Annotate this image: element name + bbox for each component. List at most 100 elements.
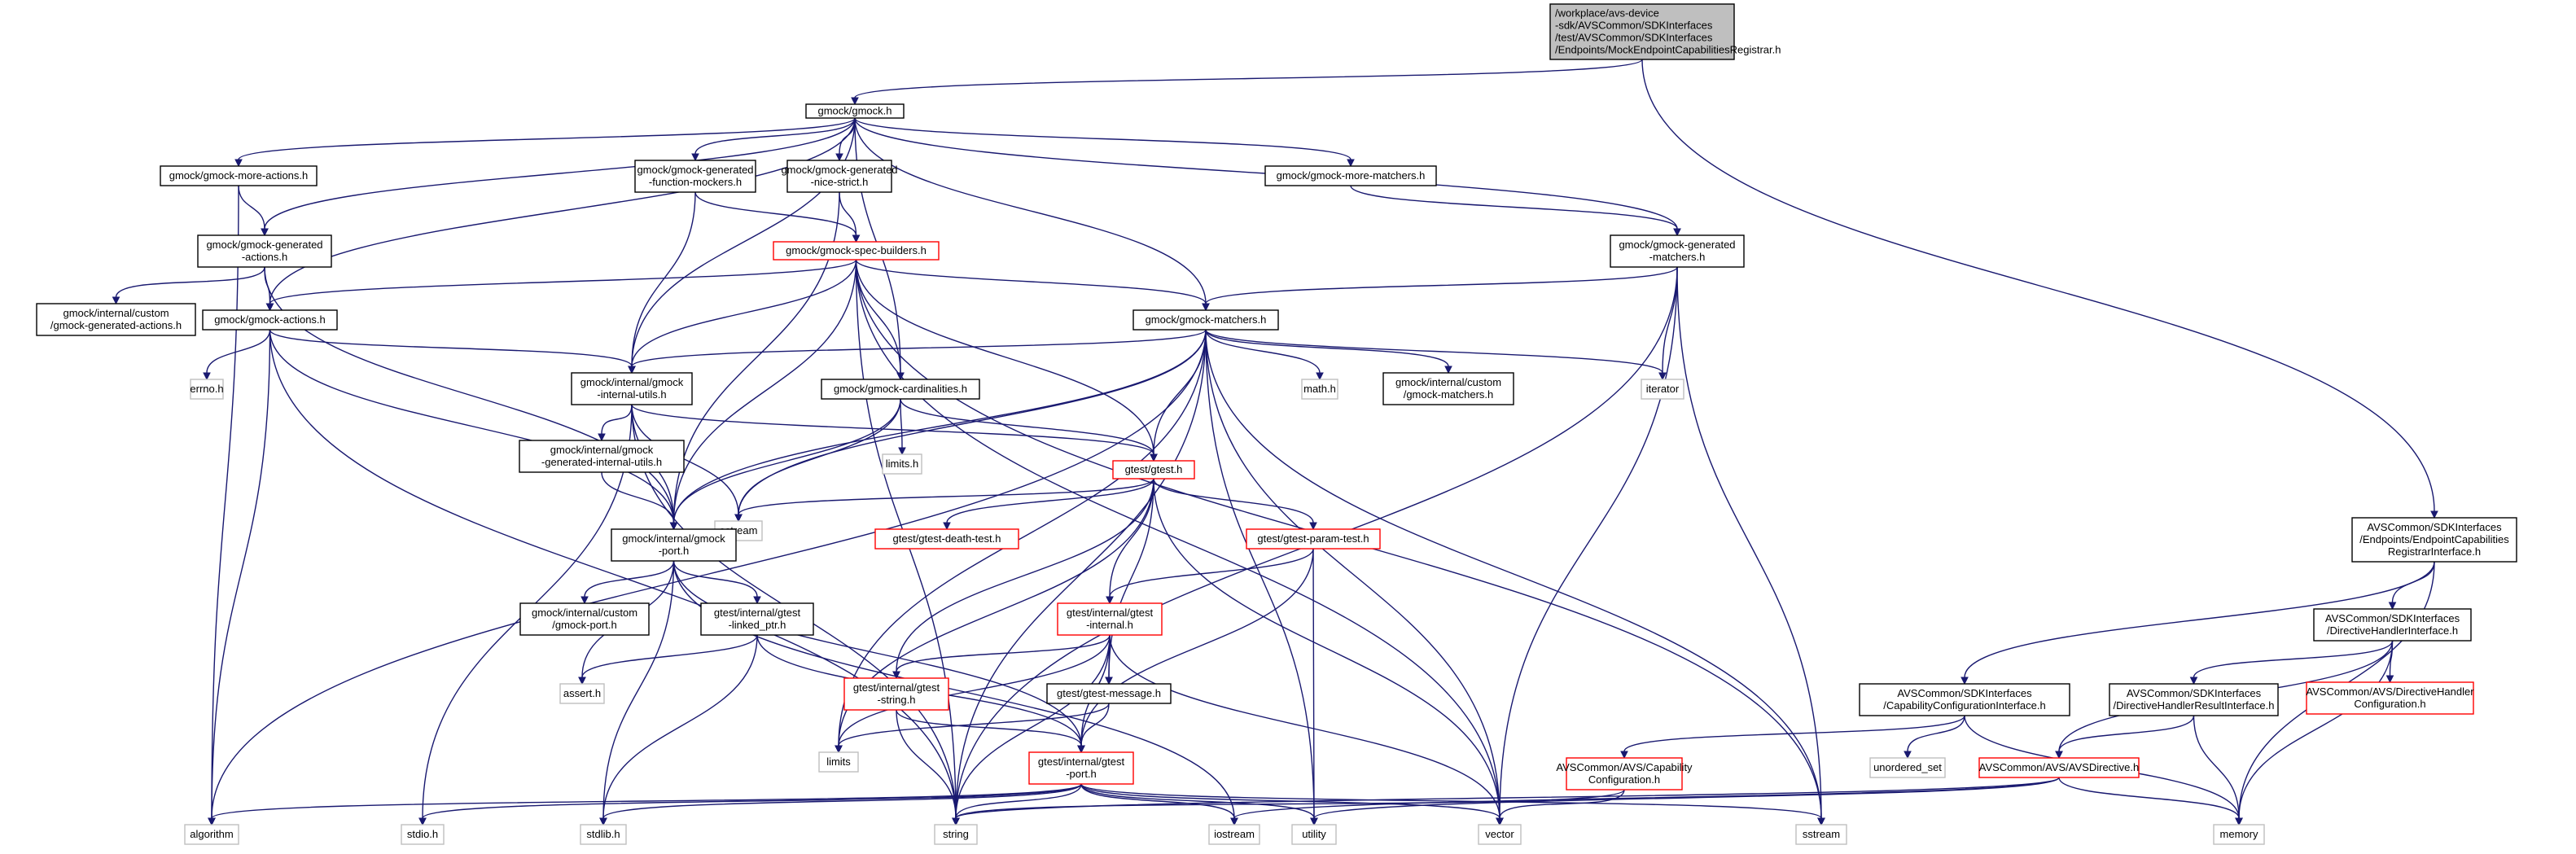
- node-stdio[interactable]: stdio.h: [401, 824, 445, 845]
- arrowhead-cap_config_iface-to-unordered_set: [1904, 751, 1912, 760]
- node-gen-matchers[interactable]: gmock/gmock-generated-matchers.h: [1610, 234, 1745, 268]
- node-vector[interactable]: vector: [1478, 824, 1522, 845]
- node-label: iterator: [1646, 383, 1680, 395]
- arrowhead-gmock_port-to-linked_ptr: [753, 596, 761, 605]
- node-box: [1132, 309, 1279, 331]
- edge-cap_config_iface-to-unordered_set: [1907, 715, 1965, 752]
- arrowhead-more_matchers-to-gen_matchers: [1673, 228, 1681, 237]
- node-label: stdio.h: [407, 828, 438, 840]
- node-gen-func-mockers[interactable]: gmock/gmock-generated-function-mockers.h: [634, 160, 756, 193]
- node-internal-utils[interactable]: gmock/internal/gmock-internal-utils.h: [571, 372, 693, 405]
- node-gtest-internal[interactable]: gtest/internal/gtest-internal.h: [1057, 602, 1163, 636]
- node-dir-handler-iface[interactable]: AVSCommon/SDKInterfaces/DirectiveHandler…: [2313, 608, 2472, 642]
- arrowhead-root-to-registrar_iface: [2430, 510, 2438, 519]
- edge-linked_ptr-to-assert: [581, 634, 758, 678]
- edge-gtest_h-to-gtest_internal: [1109, 478, 1154, 598]
- node-custom-matchers[interactable]: gmock/internal/custom/gmock-matchers.h: [1382, 372, 1514, 405]
- node-label: limits.h: [886, 458, 918, 470]
- node-label: limits: [826, 755, 851, 768]
- arrowhead-dir_handler_iface-to-dir_handler_config: [2385, 675, 2394, 684]
- edge-registrar_iface-to-dir_handler_iface: [2391, 561, 2435, 603]
- node-custom-gen-actions[interactable]: gmock/internal/custom/gmock-generated-ac…: [36, 303, 196, 336]
- edge-cardinalities-to-ostream: [738, 398, 901, 515]
- node-label: -generated-internal-utils.h: [541, 456, 662, 468]
- node-sstream[interactable]: sstream: [1795, 824, 1847, 845]
- node-gtest-string[interactable]: gtest/internal/gtest-string.h: [843, 677, 949, 711]
- node-linked-ptr[interactable]: gtest/internal/gtest-linked_ptr.h: [700, 602, 814, 636]
- node-limits[interactable]: limits: [818, 751, 859, 773]
- node-gen-actions[interactable]: gmock/gmock-generated-actions.h: [197, 234, 332, 268]
- node-unordered-set[interactable]: unordered_set: [1869, 757, 1946, 778]
- node-label: gtest/internal/gtest: [853, 681, 940, 694]
- node-gmock-h[interactable]: gmock/gmock.h: [805, 103, 905, 119]
- node-gen-nice-strict[interactable]: gmock/gmock-generated-nice-strict.h: [781, 160, 898, 193]
- node-more-matchers[interactable]: gmock/gmock-more-matchers.h: [1264, 165, 1437, 186]
- node-avs-directive[interactable]: AVSCommon/AVS/AVSDirective.h: [1978, 757, 2140, 778]
- edge-gmock_port-to-linked_ptr: [672, 560, 758, 598]
- node-actions[interactable]: gmock/gmock-actions.h: [202, 309, 338, 331]
- node-algorithm[interactable]: algorithm: [184, 824, 239, 845]
- node-gen-internal-utils[interactable]: gmock/internal/gmock-generated-internal-…: [519, 440, 685, 473]
- node-label: assert.h: [563, 687, 601, 699]
- node-box: [160, 165, 318, 186]
- node-gmock-port[interactable]: gmock/internal/gmock-port.h: [611, 528, 737, 562]
- edge-gtest_port-to-utility: [1080, 783, 1315, 819]
- node-death-test[interactable]: gtest/gtest-death-test.h: [874, 528, 1019, 550]
- node-memory[interactable]: memory: [2213, 824, 2265, 845]
- node-assert[interactable]: assert.h: [559, 683, 605, 704]
- edge-actions-to-errno: [206, 329, 271, 374]
- node-label: /CapabilityConfigurationInterface.h: [1883, 699, 2045, 712]
- node-label: gmock/gmock-actions.h: [214, 313, 326, 326]
- edge-spec_builders-to-vector: [855, 259, 1500, 819]
- node-box: [818, 751, 859, 773]
- node-gtest-message[interactable]: gtest/gtest-message.h: [1046, 683, 1172, 704]
- node-box: [36, 303, 196, 336]
- edge-matchers-to-gtest_h: [1153, 329, 1207, 455]
- edge-matchers-to-custom_matchers: [1205, 329, 1449, 367]
- node-cap-config-iface[interactable]: AVSCommon/SDKInterfaces/CapabilityConfig…: [1859, 683, 2070, 716]
- node-box: [2109, 683, 2279, 716]
- node-limits-h[interactable]: limits.h: [882, 453, 922, 475]
- node-box: [190, 379, 224, 400]
- node-gtest-port[interactable]: gtest/internal/gtest-port.h: [1028, 751, 1134, 785]
- node-stdlib[interactable]: stdlib.h: [580, 824, 627, 845]
- node-custom-port[interactable]: gmock/internal/custom/gmock-port.h: [519, 602, 650, 636]
- edge-gen_func_mockers-to-spec_builders: [694, 191, 857, 236]
- edge-linked_ptr-to-stdlib: [602, 634, 758, 819]
- node-label: /gmock-matchers.h: [1404, 388, 1494, 401]
- node-box: [821, 379, 980, 400]
- node-string[interactable]: string: [934, 824, 978, 845]
- node-matchers[interactable]: gmock/gmock-matchers.h: [1132, 309, 1279, 331]
- node-iterator[interactable]: iterator: [1641, 379, 1684, 400]
- node-utility[interactable]: utility: [1291, 824, 1337, 845]
- node-cardinalities[interactable]: gmock/gmock-cardinalities.h: [821, 379, 980, 400]
- node-label: gmock/internal/gmock: [622, 532, 725, 545]
- node-box: [1610, 234, 1745, 268]
- node-dir-handler-config[interactable]: AVSCommon/AVS/DirectiveHandlerConfigurat…: [2306, 681, 2474, 715]
- edge-gmock_port-to-custom_port: [584, 560, 675, 598]
- edge-more_matchers-to-gen_matchers: [1350, 185, 1678, 230]
- arrowhead-dir_handler_result-to-avs_directive: [2055, 751, 2063, 760]
- node-label: /DirectiveHandlerResultInterface.h: [2114, 699, 2275, 712]
- node-math[interactable]: math.h: [1301, 379, 1338, 400]
- node-dir-handler-result[interactable]: AVSCommon/SDKInterfaces/DirectiveHandler…: [2109, 683, 2279, 716]
- node-more-actions[interactable]: gmock/gmock-more-actions.h: [160, 165, 318, 186]
- node-box: [1028, 751, 1134, 785]
- node-errno[interactable]: errno.h: [190, 379, 224, 400]
- edge-gen_actions-to-custom_gen_actions: [115, 266, 265, 298]
- edge-gen_internal_utils-to-gmock_port: [601, 471, 675, 523]
- node-avs-cap-config[interactable]: AVSCommon/AVS/CapabilityConfiguration.h: [1556, 757, 1693, 790]
- node-label: math.h: [1303, 383, 1336, 395]
- node-gtest-h[interactable]: gtest/gtest.h: [1112, 460, 1195, 480]
- node-spec-builders[interactable]: gmock/gmock-spec-builders.h: [773, 241, 940, 261]
- edge-more_actions-to-gen_actions: [238, 185, 265, 230]
- node-root[interactable]: /workplace/avs-device-sdk/AVSCommon/SDKI…: [1549, 3, 1781, 60]
- node-label: AVSCommon/SDKInterfaces: [2325, 612, 2460, 624]
- node-registrar-iface[interactable]: AVSCommon/SDKInterfaces/Endpoints/Endpoi…: [2351, 517, 2517, 563]
- node-box: [1869, 757, 1946, 778]
- node-param-test[interactable]: gtest/gtest-param-test.h: [1246, 528, 1381, 550]
- node-box: [519, 602, 650, 636]
- node-label: unordered_set: [1873, 761, 1942, 773]
- node-iostream[interactable]: iostream: [1208, 824, 1260, 845]
- arrowhead-avs_directive-to-string: [952, 817, 960, 826]
